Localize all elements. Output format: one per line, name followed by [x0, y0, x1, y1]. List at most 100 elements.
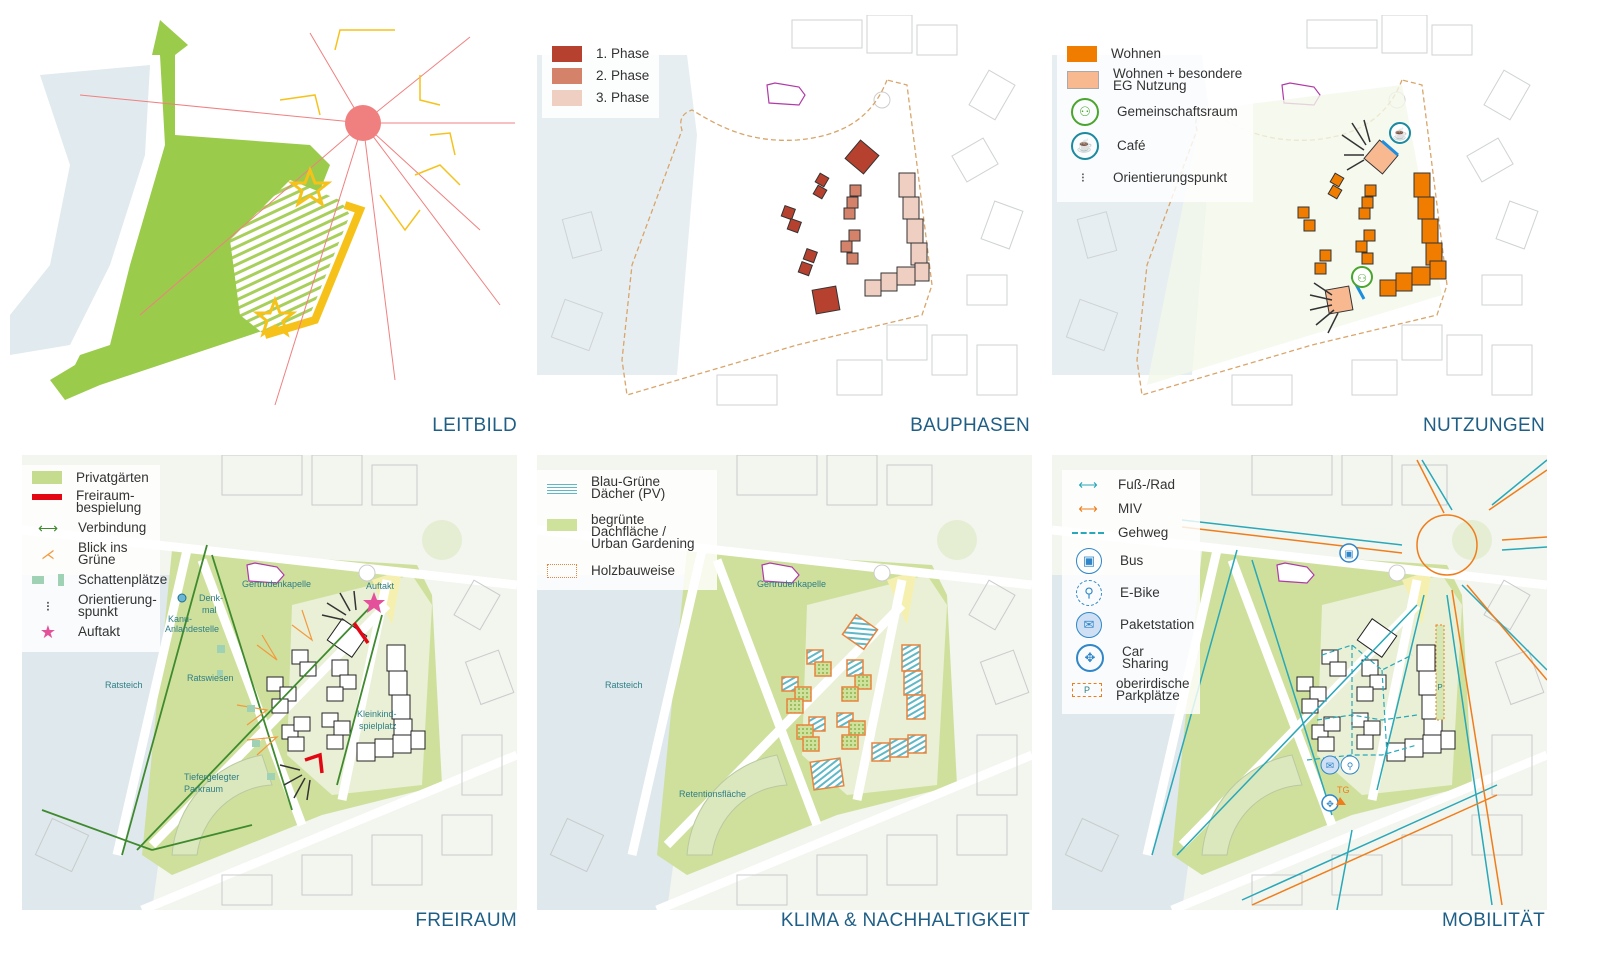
- legend-label: Wohnen + besondere EG Nutzung: [1113, 66, 1243, 93]
- building-phase-3: [896, 266, 916, 286]
- envelope-icon: ✉: [1326, 761, 1334, 772]
- legend-item-phase-3: 3. Phase: [552, 90, 649, 106]
- legend-item-cafe: ☕ Café: [1067, 132, 1243, 160]
- star-icon: [252, 295, 298, 338]
- legend-freiraum: Privatgärten Freiraum-bespielung ⟷ Verbin…: [22, 465, 167, 652]
- shade-places: [217, 645, 275, 780]
- building-phase-3: [902, 196, 920, 220]
- mobilitaet-map: P ▣ ✉ ⚲ ✥ TG: [1052, 455, 1547, 910]
- panel-title-mobilitaet: MOBILITÄT: [1442, 910, 1545, 931]
- legend-label: Café: [1117, 138, 1146, 153]
- legend-item-e-bike: ⚲E-Bike: [1072, 580, 1190, 606]
- legend-item-blau-gruene-daecher: Blau-Grüne Dächer (PV): [547, 475, 707, 500]
- green-roofs: [786, 661, 872, 752]
- building-phase-1: [812, 184, 828, 200]
- label-denkmal: Denk-: [199, 593, 223, 603]
- coffee-cup-icon: ☕: [1071, 132, 1099, 160]
- legend-label: MIV: [1118, 501, 1143, 516]
- building-phase-2: [840, 240, 853, 253]
- star-icon: ★: [39, 622, 57, 642]
- legend-label: Verbindung: [78, 520, 147, 535]
- cafe-icon: [1389, 122, 1411, 144]
- orientation-rays-icon: [1309, 119, 1371, 334]
- label-gertrudenkapelle: Gertrudenkapelle: [757, 579, 826, 589]
- building-phase-3: [864, 279, 882, 297]
- leitbild-diagram: [10, 15, 515, 415]
- legend-label: begrünte Dachfläche / Urban Gardening: [591, 512, 695, 551]
- building-phase-2: [843, 207, 856, 220]
- legend-label: Gehweg: [1118, 525, 1169, 540]
- legend-label: Schattenplätze: [78, 572, 168, 587]
- klima-map: Ratsteich Gertrudenkapelle Retentionsflä…: [537, 455, 1032, 910]
- legend-label: oberirdische Parkplätze: [1116, 676, 1190, 703]
- water-area: [10, 65, 150, 355]
- view-to-green-icon: ⋌: [41, 546, 55, 562]
- panel-title-leitbild: LEITBILD: [432, 415, 517, 436]
- legend-item-gemeinschaftsraum: ⚇Gemeinschaftsraum: [1067, 98, 1243, 126]
- label-retentionsflaeche: Retentionsfläche: [679, 789, 746, 799]
- freiraumbespielung-swatch: [32, 494, 62, 500]
- legend-label: Blick ins Grüne: [78, 540, 128, 567]
- parcel-station-icon: [1320, 755, 1340, 775]
- parking-label: P: [1437, 683, 1442, 692]
- connection-paths: [41, 544, 383, 856]
- building-phase-1: [844, 139, 880, 175]
- car-icon: ✥: [1076, 644, 1104, 672]
- bicycle-icon: ⚲: [1076, 580, 1102, 606]
- legend-item-gehweg: Gehweg: [1072, 524, 1190, 542]
- legend-item-wohnen: Wohnen: [1067, 46, 1243, 62]
- building-phase-1: [802, 247, 818, 264]
- phase-1-swatch: [552, 46, 582, 62]
- parking-swatch: P: [1072, 683, 1102, 697]
- building-phase-3: [898, 172, 916, 198]
- legend-label: Car Sharing: [1122, 644, 1169, 671]
- urban-edge-line: [263, 201, 366, 339]
- label-gertrudenkapelle: Gertrudenkapelle: [242, 579, 311, 589]
- panel-bauphasen: 1. Phase 2. Phase 3. Phase: [537, 15, 1032, 415]
- building-phase-3: [880, 272, 898, 292]
- building-phase-1: [814, 172, 830, 188]
- surface-parking: [1435, 624, 1445, 721]
- panel-leitbild: [10, 15, 515, 415]
- building-phase-1: [786, 217, 802, 234]
- label-kanu: Kanu-: [168, 614, 192, 624]
- garage-entrance-arrow-icon: [1336, 797, 1346, 805]
- legend-nutzungen: Wohnen Wohnen + besondere EG Nutzung ⚇Ge…: [1057, 40, 1253, 202]
- legend-item-fuss-rad: ⟷Fuß-/Rad: [1072, 476, 1190, 494]
- canoe-landing-icon: [177, 593, 187, 603]
- panel-title-freiraum: FREIRAUM: [415, 910, 517, 931]
- legend-label: Orientierungspunkt: [1113, 170, 1228, 185]
- sun-rays: [79, 32, 515, 406]
- orientation-rays-icon: [279, 590, 357, 801]
- connection-arrow-icon: ⟷: [37, 520, 59, 536]
- sidewalk-line-icon: [1072, 532, 1104, 534]
- building-phase-2: [848, 229, 861, 242]
- label-spielplatz: Kleinkind-: [357, 709, 397, 719]
- building-phase-3: [910, 242, 928, 266]
- legend-label: Wohnen: [1111, 46, 1162, 61]
- e-bike-icon: [1340, 755, 1360, 775]
- foot-bike-paths: [1151, 459, 1547, 910]
- label-spielplatz: spielplatz: [359, 721, 397, 731]
- panel-title-nutzungen: NUTZUNGEN: [1423, 415, 1545, 436]
- underground-garage-label: TG: [1337, 785, 1350, 795]
- legend-label: 2. Phase: [596, 68, 650, 83]
- legend-item-privatgaerten: Privatgärten: [32, 470, 150, 484]
- bicycle-icon: ⚲: [1347, 761, 1354, 771]
- bus-stop-icon: [1339, 543, 1359, 563]
- legend-label: Fuß-/Rad: [1118, 477, 1176, 492]
- label-parkraum: Tiefergelegter: [184, 772, 239, 782]
- label-auftakt: Auftakt: [366, 581, 395, 591]
- phase-2-swatch: [552, 68, 582, 84]
- legend-item-verbindung: ⟷ Verbindung: [32, 520, 150, 536]
- legend-klima: Blau-Grüne Dächer (PV) begrünte Dachfläc…: [537, 470, 717, 590]
- legend-item-bus: ▣Bus: [1072, 548, 1190, 574]
- pv-roof-swatch: [547, 482, 577, 494]
- legend-label: Freiraum-bespielung: [76, 488, 142, 515]
- wohnen-eg-swatch: [1067, 71, 1099, 89]
- timber-construction-swatch: [547, 564, 577, 578]
- legend-label: Orientierung-spunkt: [78, 592, 157, 619]
- legend-item-phase-2: 2. Phase: [552, 68, 649, 84]
- bauphasen-map: [537, 15, 1032, 415]
